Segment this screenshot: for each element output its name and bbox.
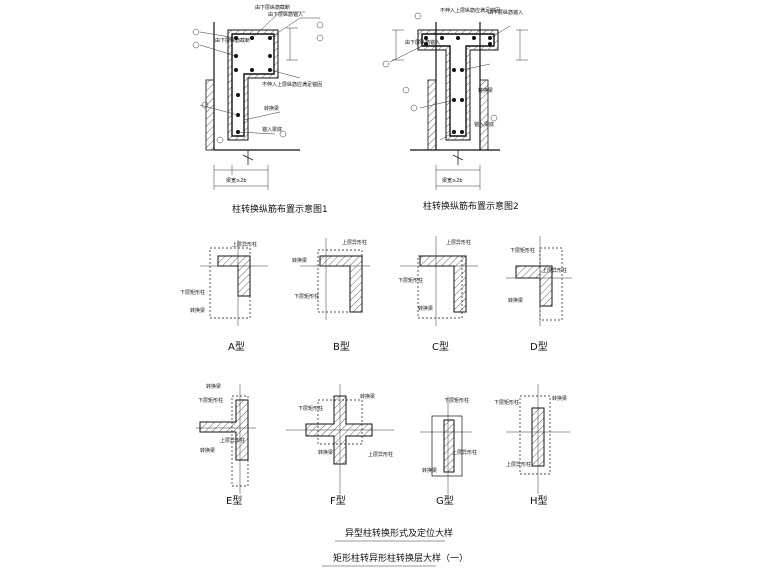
- type-b-beam: 转换梁: [292, 257, 307, 264]
- fig1-label-width: 梁宽≥2b: [226, 177, 247, 184]
- fig2-label-b: 由下层纵筋锚入: [488, 9, 523, 16]
- type-d-beam: 转换梁: [508, 297, 523, 304]
- type-h-label: H型: [530, 494, 548, 507]
- fig2-label-anchor: 锚入梁底: [474, 121, 494, 128]
- type-a-label: A型: [228, 340, 245, 353]
- type-c: 上层异形柱 下层矩形柱 转换梁 C型: [398, 236, 478, 353]
- type-e-beam: 转换梁: [206, 383, 221, 390]
- type-b-label: B型: [333, 340, 350, 353]
- fig1-label-transfer: 转换梁: [264, 105, 279, 112]
- footer: 异型柱转换形式及定位大样 矩形柱转异形柱转换层大样（一）: [322, 527, 468, 567]
- fig2-caption: 柱转换纵筋布置示意图2: [423, 200, 519, 212]
- fig1-label-a: 由下层纵筋截断: [255, 4, 290, 11]
- type-c-lower: 下层矩形柱: [398, 277, 423, 284]
- fig2-label-transfer: 转换梁: [478, 87, 493, 94]
- type-h-upper: 上层异形柱: [506, 461, 531, 468]
- type-e-label: E型: [226, 494, 242, 507]
- type-g-lower: 下层矩形柱: [444, 397, 469, 404]
- type-g-beam: 转换梁: [422, 467, 437, 474]
- type-f-label: F型: [330, 494, 346, 507]
- footer-title-1: 异型柱转换形式及定位大样: [345, 527, 453, 539]
- fig1-label-c: 由下层纵筋截断: [215, 37, 250, 44]
- type-a-lower: 下层矩形柱: [180, 289, 205, 296]
- type-e: 转换梁 下层矩形柱 转换梁 上层异形柱 E型: [196, 383, 256, 507]
- type-g: 下层矩形柱 上层异形柱 转换梁 G型: [420, 396, 477, 507]
- fig1-label-b: 由下层纵筋锚入: [268, 11, 303, 18]
- type-a-upper: 上层异形柱: [232, 241, 257, 248]
- fig2-label-c: 由下层纵筋锚入: [405, 39, 440, 46]
- fig1-label-anchor: 锚入梁底: [262, 126, 282, 133]
- type-f-lower: 下层矩形柱: [298, 405, 323, 412]
- figure-1: 由下层纵筋截断 由下层纵筋锚入 由下层纵筋截断 不伸入上层纵筋应满足锚固 转换梁…: [192, 4, 328, 215]
- type-b-lower: 下层矩形柱: [294, 293, 319, 300]
- fig1-label-d: 不伸入上层纵筋应满足锚固: [262, 81, 322, 88]
- type-h-beam: 转换梁: [552, 395, 567, 402]
- fig2-rebars: [424, 36, 492, 134]
- footer-title-2: 矩形柱转异形柱转换层大样（一）: [333, 552, 468, 564]
- type-g-label: G型: [436, 494, 454, 507]
- type-e-lower: 下层矩形柱: [198, 397, 223, 404]
- type-d-upper: 上层异形柱: [542, 267, 567, 274]
- type-h-lower: 下层矩形柱: [494, 399, 519, 406]
- type-d-label: D型: [530, 340, 548, 353]
- type-a: 上层异形柱 下层矩形柱 转换梁 A型: [180, 240, 268, 353]
- type-h: 下层矩形柱 转换梁 上层异形柱 H型: [494, 384, 570, 507]
- type-b: 上层异形柱 转换梁 下层矩形柱 B型: [292, 238, 370, 353]
- type-f-upper: 上层异形柱: [368, 451, 393, 458]
- fig1-caption: 柱转换纵筋布置示意图1: [232, 203, 328, 215]
- fig2-label-width: 梁宽≥2b: [442, 177, 463, 184]
- type-d-lower: 下层矩形柱: [510, 247, 535, 254]
- fig2-label-a: 不伸入上层纵筋应满足锚固: [440, 7, 500, 14]
- type-c-label: C型: [432, 340, 449, 353]
- figure-2: 不伸入上层纵筋应满足锚固 由下层纵筋锚入 由下层纵筋锚入 转换梁 锚入梁底 梁宽…: [382, 7, 528, 212]
- type-b-upper: 上层异形柱: [342, 239, 367, 246]
- fig2-stirrup: [421, 33, 495, 137]
- fig1-stirrup: [231, 33, 275, 137]
- type-c-beam: 转换梁: [418, 305, 433, 312]
- type-f-beam-b: 转换梁: [318, 449, 333, 456]
- type-g-upper: 上层异形柱: [452, 449, 477, 456]
- type-d: 下层矩形柱 上层异形柱 转换梁 D型: [506, 236, 572, 353]
- type-e-upper: 上层异形柱: [220, 437, 245, 444]
- type-f-beam: 转换梁: [360, 393, 375, 400]
- type-f: 下层矩形柱 转换梁 转换梁 上层异形柱 F型: [286, 384, 394, 507]
- type-a-beam: 转换梁: [190, 307, 205, 314]
- type-c-upper: 上层异形柱: [446, 239, 471, 246]
- fig1-rebars: [234, 36, 272, 134]
- type-e-beam-b: 转换梁: [200, 447, 215, 454]
